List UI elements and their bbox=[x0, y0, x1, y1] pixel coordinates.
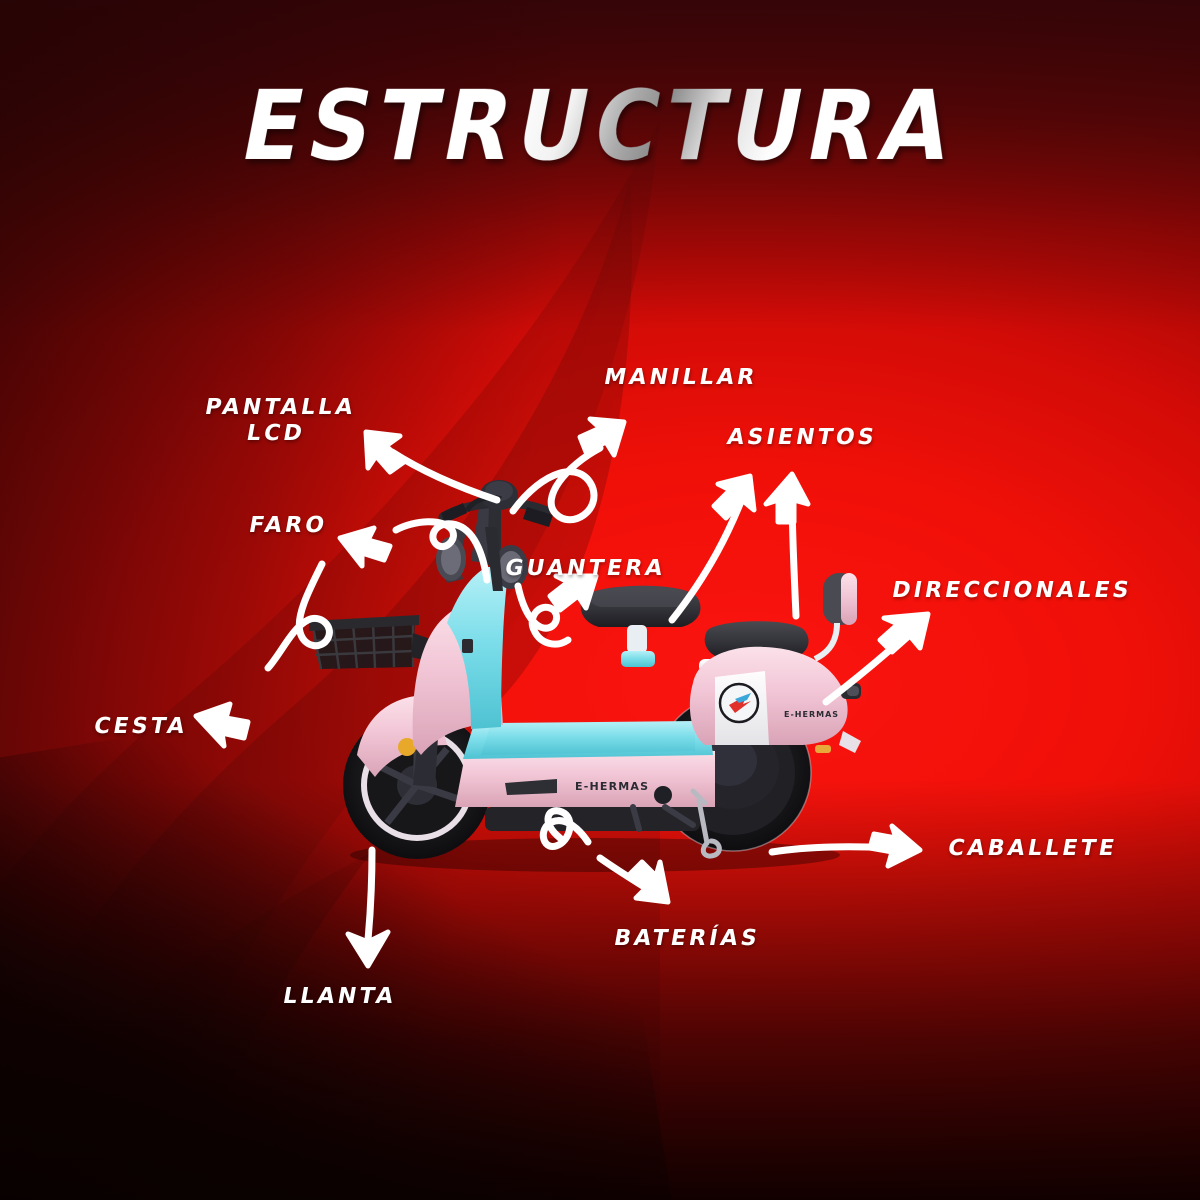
rear-brand-text: E-HERMAS bbox=[784, 710, 839, 719]
scooter-image: E-HERMAS bbox=[309, 480, 861, 872]
label-manillar: MANILLAR bbox=[601, 365, 760, 390]
rear-body bbox=[689, 646, 848, 745]
label-faro: FARO bbox=[246, 513, 330, 538]
label-guantera: GUANTERA bbox=[502, 556, 668, 581]
side-brand-text: E-HERMAS bbox=[575, 780, 649, 793]
label-pantalla-lcd: PANTALLA LCD bbox=[202, 395, 358, 446]
label-baterias: BATERÍAS bbox=[611, 926, 763, 951]
label-llanta: LLANTA bbox=[280, 984, 399, 1009]
rear-badge bbox=[718, 682, 760, 724]
kickstand bbox=[690, 788, 722, 859]
page-title: ESTRUCTURA bbox=[0, 70, 1200, 182]
front-reflector bbox=[398, 738, 416, 756]
label-asientos: ASIENTOS bbox=[724, 425, 879, 450]
label-direccionales: DIRECCIONALES bbox=[889, 578, 1134, 603]
front-seat bbox=[580, 585, 701, 667]
battery-box bbox=[485, 807, 700, 831]
label-cesta: CESTA bbox=[91, 714, 190, 739]
turn-signal bbox=[841, 683, 861, 699]
glovebox bbox=[447, 567, 509, 729]
label-caballete: CABALLETE bbox=[945, 836, 1120, 861]
backrest bbox=[813, 573, 857, 662]
